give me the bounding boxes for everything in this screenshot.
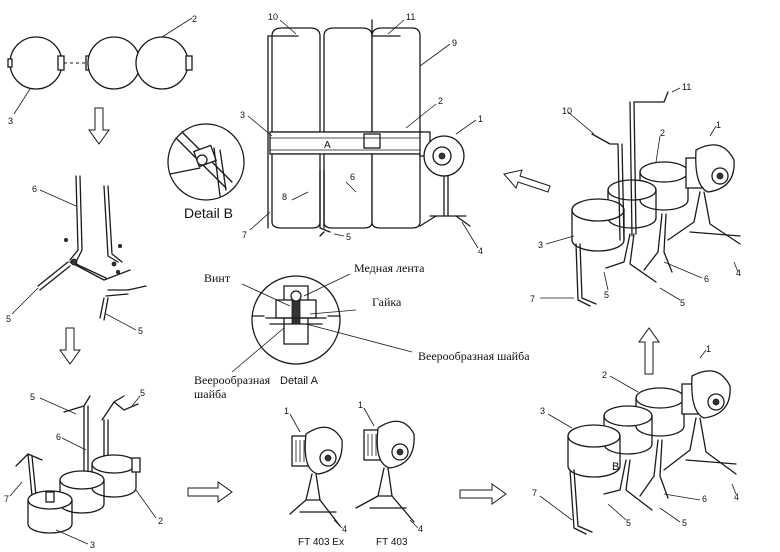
model-label-ft403: FT 403 (376, 537, 408, 548)
callout-5h: 5 (680, 298, 685, 308)
callout-5i: 5 (346, 232, 351, 242)
callout-6c: 6 (702, 494, 707, 504)
callout-1d: 1 (716, 120, 721, 130)
callout-1b: 1 (358, 400, 363, 410)
callout-11: 11 (682, 82, 691, 92)
label-fan-washer-left-2: шайба (194, 387, 227, 401)
callout-6d: 6 (704, 274, 709, 284)
callout-3d: 3 (538, 240, 543, 250)
callout-2c: 2 (602, 370, 607, 380)
callout-5d: 5 (140, 388, 145, 398)
arrow-up-icon (638, 327, 660, 375)
callout-7e: 7 (242, 230, 247, 240)
letter-b: B (612, 461, 619, 473)
callout-3b: 3 (90, 540, 95, 550)
callout-7d: 7 (530, 294, 535, 304)
callout-7c: 7 (532, 488, 537, 498)
callout-9: 9 (452, 38, 457, 48)
callout-10: 10 (562, 106, 572, 116)
arrow-left-icon (503, 169, 551, 193)
detail-b: Detail B (167, 123, 245, 221)
step-2-stand-frame: 6 5 5 (6, 175, 147, 336)
letter-a: A (324, 140, 331, 151)
callout-10b: 10 (268, 12, 278, 22)
detail-b-label: Detail B (184, 205, 233, 221)
label-copper-tape: Медная лента (354, 261, 425, 275)
assembly-bottom-right: B 1 2 3 4 6 7 5 5 (532, 344, 739, 535)
callout-5: 5 (6, 314, 11, 324)
callout-6e: 6 (350, 172, 355, 182)
callout-8: 8 (282, 192, 287, 202)
step-1-rings-top-view: 2 3 (7, 14, 197, 126)
callout-5c: 5 (30, 392, 35, 402)
callout-2: 2 (192, 14, 197, 24)
label-fan-washer-right: Веерообразная шайба (418, 349, 530, 363)
callout-6: 6 (32, 184, 37, 194)
fan-ft403ex: 1 4 FT 403 Ex (284, 406, 347, 548)
arrow-down-icon (59, 327, 81, 365)
callout-4d: 4 (736, 268, 741, 278)
callout-4c: 4 (734, 492, 739, 502)
callout-5b: 5 (138, 326, 143, 336)
callout-4b: 4 (418, 524, 423, 534)
arrow-down-icon (88, 107, 110, 145)
callout-2e: 2 (438, 96, 443, 106)
callout-1c: 1 (706, 344, 711, 354)
callout-5e: 5 (626, 518, 631, 528)
callout-3: 3 (8, 116, 13, 126)
assembly-front-view: A 10 11 9 2 3 1 4 6 8 7 5 (240, 12, 483, 256)
callout-2d: 2 (660, 128, 665, 138)
callout-3c: 3 (540, 406, 545, 416)
model-label-ft403ex: FT 403 Ex (298, 537, 344, 548)
detail-a-label: Detail A (280, 375, 319, 387)
label-nut: Гайка (372, 295, 402, 309)
label-fan-washer-left-1: Веерообразная (194, 373, 271, 387)
callout-5g: 5 (604, 290, 609, 300)
detail-a: Detail A (251, 275, 341, 387)
arrow-right-icon (187, 481, 233, 503)
callout-1e: 1 (478, 114, 483, 124)
callout-6b: 6 (56, 432, 61, 442)
detail-a-leaders (231, 273, 413, 373)
fan-ft403: 1 4 FT 403 (355, 400, 423, 548)
arrow-right-icon (459, 483, 507, 505)
callout-4: 4 (342, 524, 347, 534)
callout-5f: 5 (682, 518, 687, 528)
callout-3e: 3 (240, 110, 245, 120)
step-3-rings-on-stand: 5 5 6 7 2 3 (4, 388, 163, 550)
callout-1: 1 (284, 406, 289, 416)
label-screw: Винт (204, 271, 231, 285)
callout-7: 7 (4, 494, 9, 504)
callout-4e: 4 (478, 246, 483, 256)
callout-2b: 2 (158, 516, 163, 526)
callout-11b: 11 (406, 12, 415, 22)
assembly-top-right: 1 2 3 4 6 7 5 5 10 11 (530, 82, 741, 308)
